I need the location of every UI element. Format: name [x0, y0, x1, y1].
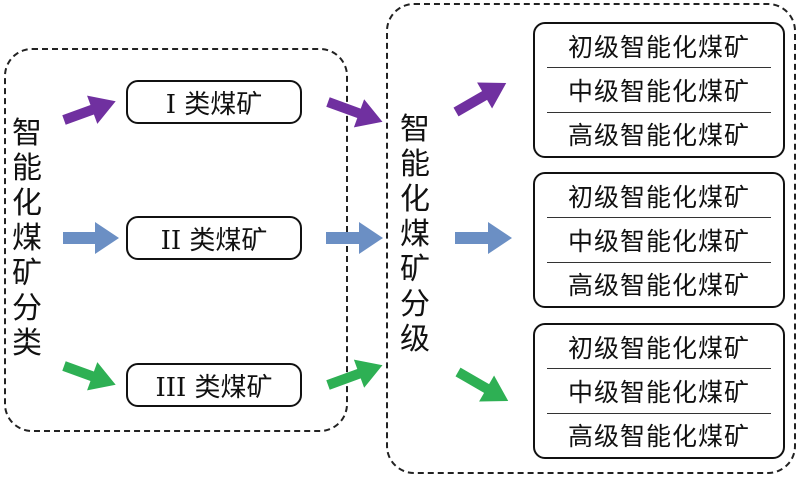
level-item-intermediate: 中级智能化煤矿 [547, 217, 771, 261]
title-char: 化 [400, 182, 430, 217]
grading-group [386, 3, 796, 474]
level-item-primary: 初级智能化煤矿 [567, 32, 750, 62]
level-group-2: 初级智能化煤矿 中级智能化煤矿 高级智能化煤矿 [533, 172, 785, 308]
level-group-3: 初级智能化煤矿 中级智能化煤矿 高级智能化煤矿 [533, 323, 785, 459]
arrow-icon [62, 95, 116, 125]
arrow-icon [455, 367, 509, 402]
title-char: 类 [12, 326, 42, 361]
level-item-advanced: 高级智能化煤矿 [547, 261, 771, 306]
title-char: 煤 [400, 217, 430, 252]
type-3-box: III 类煤矿 [126, 363, 302, 407]
arrow-icon [326, 97, 383, 128]
arrow-icon [62, 361, 116, 391]
level-item-advanced: 高级智能化煤矿 [547, 412, 771, 457]
title-char: 能 [400, 147, 430, 182]
arrow-icon [326, 222, 383, 254]
type-1-box: I 类煤矿 [126, 80, 302, 124]
title-char: 矿 [12, 256, 42, 291]
title-char: 级 [400, 322, 430, 357]
level-item-advanced: 高级智能化煤矿 [547, 111, 771, 156]
level-item-intermediate: 中级智能化煤矿 [547, 368, 771, 412]
title-char: 智 [12, 116, 42, 151]
title-char: 煤 [12, 221, 42, 256]
arrow-icon [453, 82, 507, 117]
arrow-icon [455, 222, 512, 254]
title-char: 化 [12, 186, 42, 221]
title-char: 矿 [400, 252, 430, 287]
type-2-box: II 类煤矿 [126, 216, 302, 260]
level-item-primary: 初级智能化煤矿 [567, 182, 750, 212]
classification-title: 智 能 化 煤 矿 分 类 [10, 116, 44, 361]
title-char: 能 [12, 151, 42, 186]
title-char: 智 [400, 112, 430, 147]
title-char: 分 [12, 291, 42, 326]
arrow-icon [326, 359, 383, 390]
level-item-primary: 初级智能化煤矿 [567, 333, 750, 363]
grading-title: 智 能 化 煤 矿 分 级 [398, 112, 432, 357]
title-char: 分 [400, 287, 430, 322]
arrow-icon [63, 222, 119, 254]
level-item-intermediate: 中级智能化煤矿 [547, 67, 771, 111]
level-group-1: 初级智能化煤矿 中级智能化煤矿 高级智能化煤矿 [533, 22, 785, 158]
